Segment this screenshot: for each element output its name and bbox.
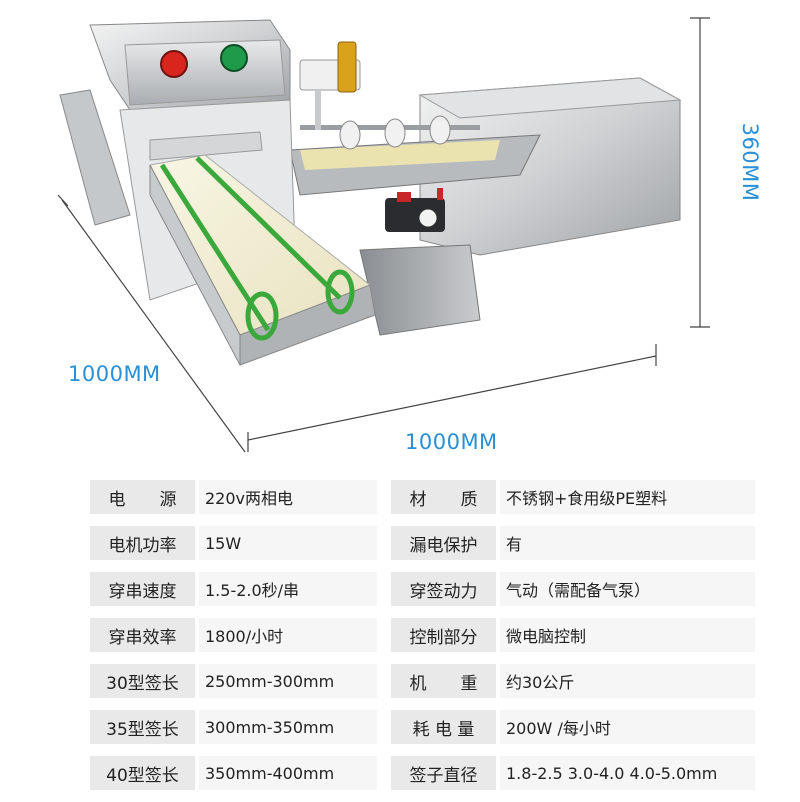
spec-value: 200W /每小时: [500, 710, 755, 744]
spec-value: 1.8-2.5 3.0-4.0 4.0-5.0mm: [500, 756, 755, 790]
skewer-tray: [289, 115, 541, 196]
start-button-icon: [220, 44, 248, 72]
air-regulator: [385, 188, 445, 232]
table-row: 40型签长 350mm-400mm 签子直径 1.8-2.5 3.0-4.0 4…: [90, 756, 755, 790]
machine-illustration: 360MM 1000MM 1000MM: [57, 17, 762, 454]
table-row: 穿串速度 1.5-2.0秒/串 穿签动力 气动（需配备气泵）: [90, 572, 755, 606]
spec-label: 漏电保护: [391, 526, 496, 560]
table-row: 电机功率 15W 漏电保护 有: [90, 526, 755, 560]
machine-drawing: [57, 17, 710, 453]
spec-label: 穿串效率: [90, 618, 195, 652]
dimension-lines: [57, 17, 710, 453]
depth-dimension-label: 1000MM: [68, 362, 161, 386]
spec-value: 300mm-350mm: [199, 710, 377, 744]
spec-label: 签子直径: [391, 756, 496, 790]
spec-value: 气动（需配备气泵）: [500, 572, 755, 606]
spec-value: 1.5-2.0秒/串: [199, 572, 377, 606]
sensor: [299, 41, 361, 130]
spec-value: 350mm-400mm: [199, 756, 377, 790]
spec-label: 耗 电 量: [391, 710, 496, 744]
table-row: 电 源 220v两相电 材 质 不锈钢+食用级PE塑料: [90, 480, 755, 514]
spec-label: 电 源: [90, 480, 195, 514]
hopper-box: [418, 77, 682, 256]
conveyor-belt: [149, 154, 376, 366]
spec-value: 1800/小时: [199, 618, 377, 652]
spec-label: 40型签长: [90, 756, 195, 790]
spec-value: 约30公斤: [500, 664, 755, 698]
spec-value: 15W: [199, 526, 377, 560]
spec-value: 有: [500, 526, 755, 560]
table-row: 30型签长 250mm-300mm 机 重 约30公斤: [90, 664, 755, 698]
spec-value: 微电脑控制: [500, 618, 755, 652]
height-dimension-label: 360MM: [738, 122, 762, 202]
spec-label: 30型签长: [90, 664, 195, 698]
table-row: 穿串效率 1800/小时 控制部分 微电脑控制: [90, 618, 755, 652]
width-dimension-label: 1000MM: [405, 430, 498, 454]
spec-label: 穿串速度: [90, 572, 195, 606]
spec-label: 控制部分: [391, 618, 496, 652]
stop-button-icon: [160, 50, 188, 78]
spec-label: 穿签动力: [391, 572, 496, 606]
spec-value: 不锈钢+食用级PE塑料: [500, 480, 755, 514]
base-cabinet: [359, 244, 481, 336]
spec-label: 电机功率: [90, 526, 195, 560]
control-box: [89, 19, 291, 111]
spec-label: 机 重: [391, 664, 496, 698]
spec-value: 220v两相电: [199, 480, 377, 514]
spec-label: 35型签长: [90, 710, 195, 744]
spec-value: 250mm-300mm: [199, 664, 377, 698]
spec-table: 电 源 220v两相电 材 质 不锈钢+食用级PE塑料 电机功率 15W 漏电保…: [90, 480, 755, 802]
spec-label: 材 质: [391, 480, 496, 514]
table-row: 35型签长 300mm-350mm 耗 电 量 200W /每小时: [90, 710, 755, 744]
